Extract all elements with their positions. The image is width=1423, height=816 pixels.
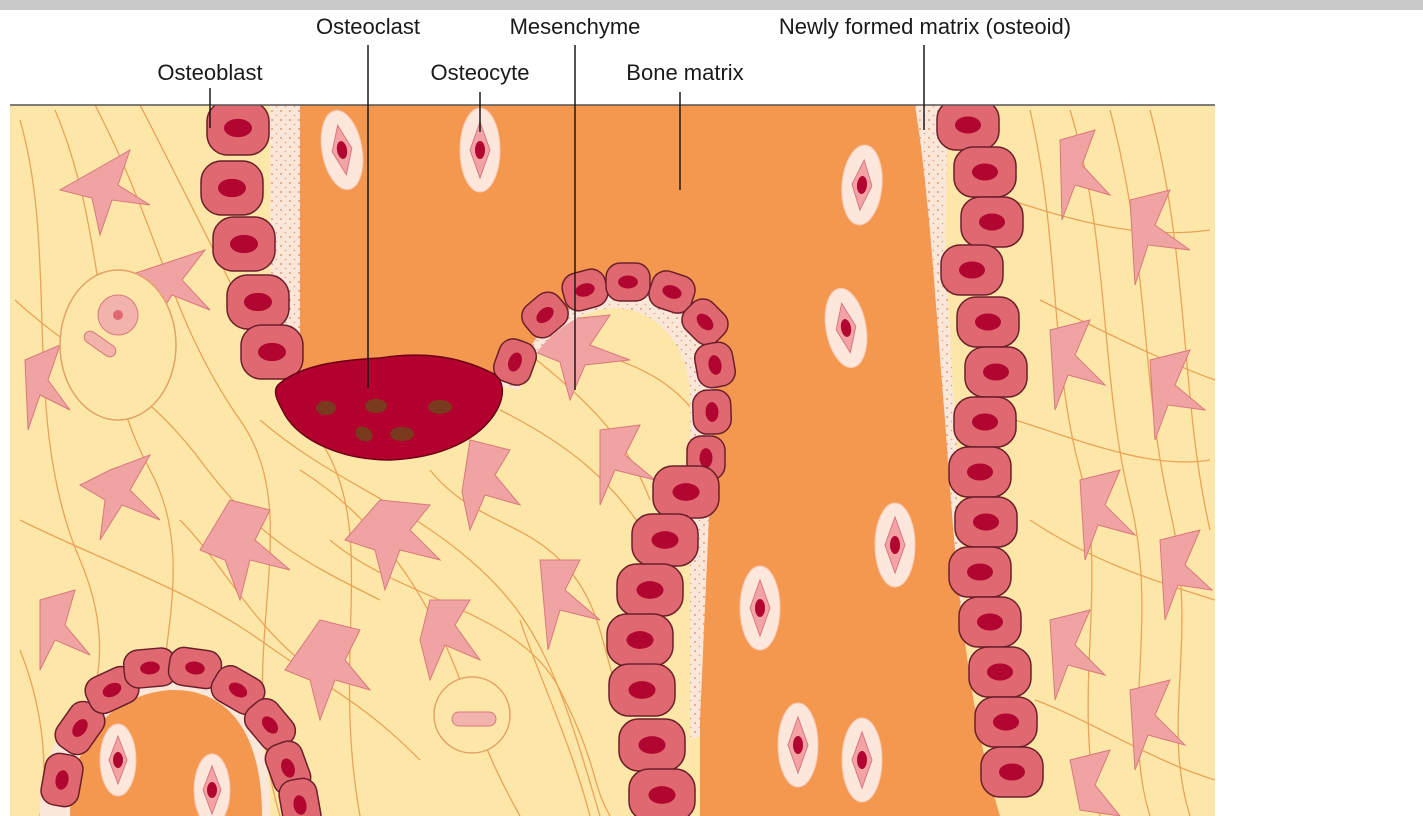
osteoblast-cell [955,497,1017,547]
osteoblast-cell [207,101,269,155]
label-osteocyte: Osteocyte [430,60,529,85]
osteoblast-cell [692,389,732,434]
osteoblast-cell [629,769,695,816]
osteoblast-cell [241,325,303,379]
osteoblast-cell [957,297,1019,347]
osteoblast-cell [941,245,1003,295]
osteoblast-cell [961,197,1023,247]
osteoblast-cell [632,514,698,566]
osteoblast-cell [606,263,650,301]
label-bone-matrix: Bone matrix [626,60,743,85]
osteoblast-cell [959,597,1021,647]
blood-vessel [60,270,176,420]
osteoblast-cell [607,614,673,666]
osteoblast-cell [954,147,1016,197]
osteoblast-cell [213,217,275,271]
capillary [434,677,510,753]
osteoblast-cell [981,747,1043,797]
osteoblast-cell [949,547,1011,597]
osteoblast-cell [201,161,263,215]
osteoblast-cell [965,347,1027,397]
label-osteoid: Newly formed matrix (osteoid) [779,14,1071,39]
osteoblast-cell [954,397,1016,447]
osteoblast-cell [617,564,683,616]
osteoblast-cell [937,100,999,150]
osteoblast-cell [619,719,685,771]
osteoblast-cell [227,275,289,329]
osteoblast-cell [969,647,1031,697]
label-osteoclast: Osteoclast [316,14,420,39]
osteoblast-cell [609,664,675,716]
osteoblast-cell [653,466,719,518]
label-mesenchyme: Mesenchyme [510,14,641,39]
osteoblast-cell [949,447,1011,497]
label-osteoblast: Osteoblast [157,60,262,85]
osteoblast-cell [975,697,1037,747]
